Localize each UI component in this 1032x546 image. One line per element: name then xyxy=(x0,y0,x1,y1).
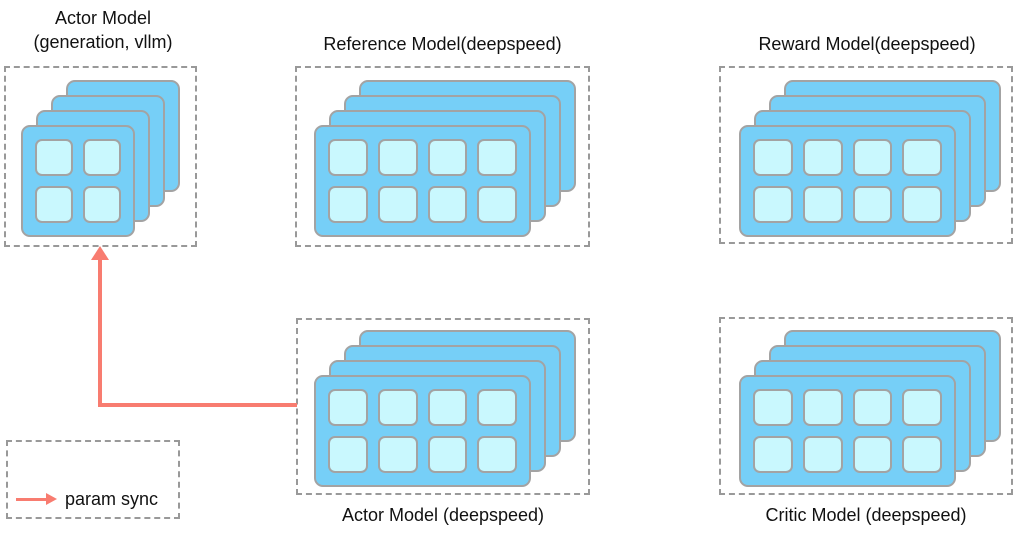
reference-title: Reference Model(deepspeed) xyxy=(323,34,562,54)
param-sync-arrow-icon xyxy=(16,493,57,505)
actor-vllm-title-line1: Actor Model xyxy=(54,8,152,28)
gpu-cell xyxy=(377,389,418,426)
gpu-grid xyxy=(741,127,954,235)
gpu-card xyxy=(314,375,531,487)
gpu-cell xyxy=(477,436,517,473)
reward-box xyxy=(719,66,1013,244)
gpu-cell xyxy=(852,186,893,223)
actor-deepspeed-title: Actor Model (deepspeed) xyxy=(341,505,545,525)
reward-gpu-stack xyxy=(739,80,1001,237)
gpu-cell xyxy=(328,186,368,223)
legend-label: param sync xyxy=(65,488,159,509)
gpu-cell xyxy=(753,139,793,176)
gpu-grid xyxy=(23,127,133,235)
actor-vllm-gpu-stack xyxy=(21,80,180,237)
arrowhead-right-icon xyxy=(46,493,57,505)
gpu-cell xyxy=(427,186,468,223)
arrowhead-up-icon xyxy=(91,246,109,260)
gpu-cell xyxy=(328,436,368,473)
gpu-cell xyxy=(477,186,517,223)
gpu-card xyxy=(21,125,135,237)
actor-deepspeed-box xyxy=(296,318,590,495)
legend-box: param sync xyxy=(6,440,180,519)
gpu-cell xyxy=(802,389,843,426)
gpu-card xyxy=(739,125,956,237)
gpu-cell xyxy=(427,389,468,426)
actor-deepspeed-gpu-stack xyxy=(314,330,576,487)
gpu-cell xyxy=(377,436,418,473)
gpu-card xyxy=(739,375,956,487)
actor-vllm-title-line2: (generation, vllm) xyxy=(33,32,173,52)
critic-title: Critic Model (deepspeed) xyxy=(765,505,967,525)
reward-title: Reward Model(deepspeed) xyxy=(758,34,976,54)
gpu-cell xyxy=(35,186,73,223)
reference-gpu-stack xyxy=(314,80,576,237)
critic-box xyxy=(719,317,1013,495)
gpu-cell xyxy=(427,139,468,176)
gpu-cell xyxy=(753,436,793,473)
gpu-cell xyxy=(902,186,942,223)
gpu-cell xyxy=(83,139,121,176)
param-sync-arrow-horizontal-line xyxy=(98,403,297,407)
gpu-grid xyxy=(316,127,529,235)
gpu-cell xyxy=(328,139,368,176)
gpu-cell xyxy=(377,186,418,223)
gpu-cell xyxy=(477,139,517,176)
gpu-cell xyxy=(35,139,73,176)
reference-box xyxy=(295,66,590,247)
gpu-cell xyxy=(802,436,843,473)
gpu-cell xyxy=(328,389,368,426)
legend-arrow-line xyxy=(16,497,46,501)
gpu-cell xyxy=(477,389,517,426)
gpu-cell xyxy=(852,389,893,426)
gpu-cell xyxy=(902,436,942,473)
param-sync-arrow-vertical-line xyxy=(98,259,102,407)
gpu-card xyxy=(314,125,531,237)
gpu-cell xyxy=(852,436,893,473)
gpu-cell xyxy=(377,139,418,176)
gpu-cell xyxy=(902,139,942,176)
gpu-cell xyxy=(852,139,893,176)
critic-gpu-stack xyxy=(739,330,1001,487)
gpu-grid xyxy=(741,377,954,485)
gpu-cell xyxy=(753,186,793,223)
actor-vllm-box xyxy=(4,66,197,247)
gpu-cell xyxy=(802,139,843,176)
legend-row: param sync xyxy=(16,486,158,512)
gpu-cell xyxy=(753,389,793,426)
gpu-cell xyxy=(902,389,942,426)
gpu-cell xyxy=(802,186,843,223)
gpu-cell xyxy=(427,436,468,473)
gpu-cell xyxy=(83,186,121,223)
gpu-grid xyxy=(316,377,529,485)
actor-vllm-title: Actor Model (generation, vllm) xyxy=(0,6,206,54)
